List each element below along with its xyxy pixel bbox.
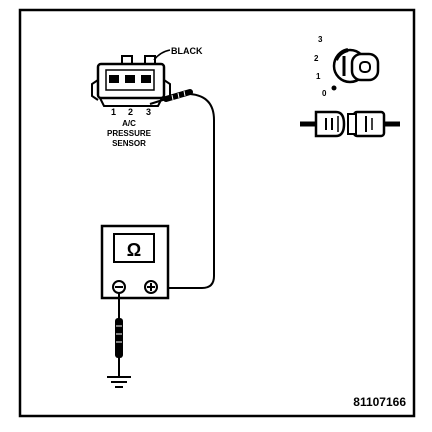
disconnected-connector-icon (300, 110, 400, 138)
diagram-frame (18, 8, 416, 418)
meter-ohm-symbol: Ω (127, 240, 141, 260)
connector-color-label: BLACK (171, 46, 203, 56)
ignition-position-1: 1 (316, 72, 321, 81)
positive-test-lead (158, 93, 215, 289)
pin-number-1: 1 (111, 107, 116, 117)
sensor-label-line-2: PRESSURE (107, 129, 152, 138)
ignition-position-0: 0 (322, 89, 327, 98)
ohmmeter-icon: Ω (100, 224, 170, 300)
pin-number-2: 2 (128, 107, 133, 117)
ground-icon (107, 376, 131, 388)
ignition-off-marker (331, 85, 337, 91)
sensor-label-line-1: A/C (122, 119, 136, 128)
negative-test-probe (115, 293, 123, 376)
figure-id: 81107166 (353, 395, 406, 409)
ignition-position-2: 2 (314, 54, 319, 63)
sensor-connector (91, 55, 171, 107)
ignition-key-icon (332, 48, 380, 84)
positive-test-probe (149, 89, 193, 105)
sensor-label-line-3: SENSOR (112, 139, 146, 148)
pin-number-3: 3 (146, 107, 151, 117)
black-label-leader (153, 49, 171, 61)
ignition-position-3: 3 (318, 35, 323, 44)
